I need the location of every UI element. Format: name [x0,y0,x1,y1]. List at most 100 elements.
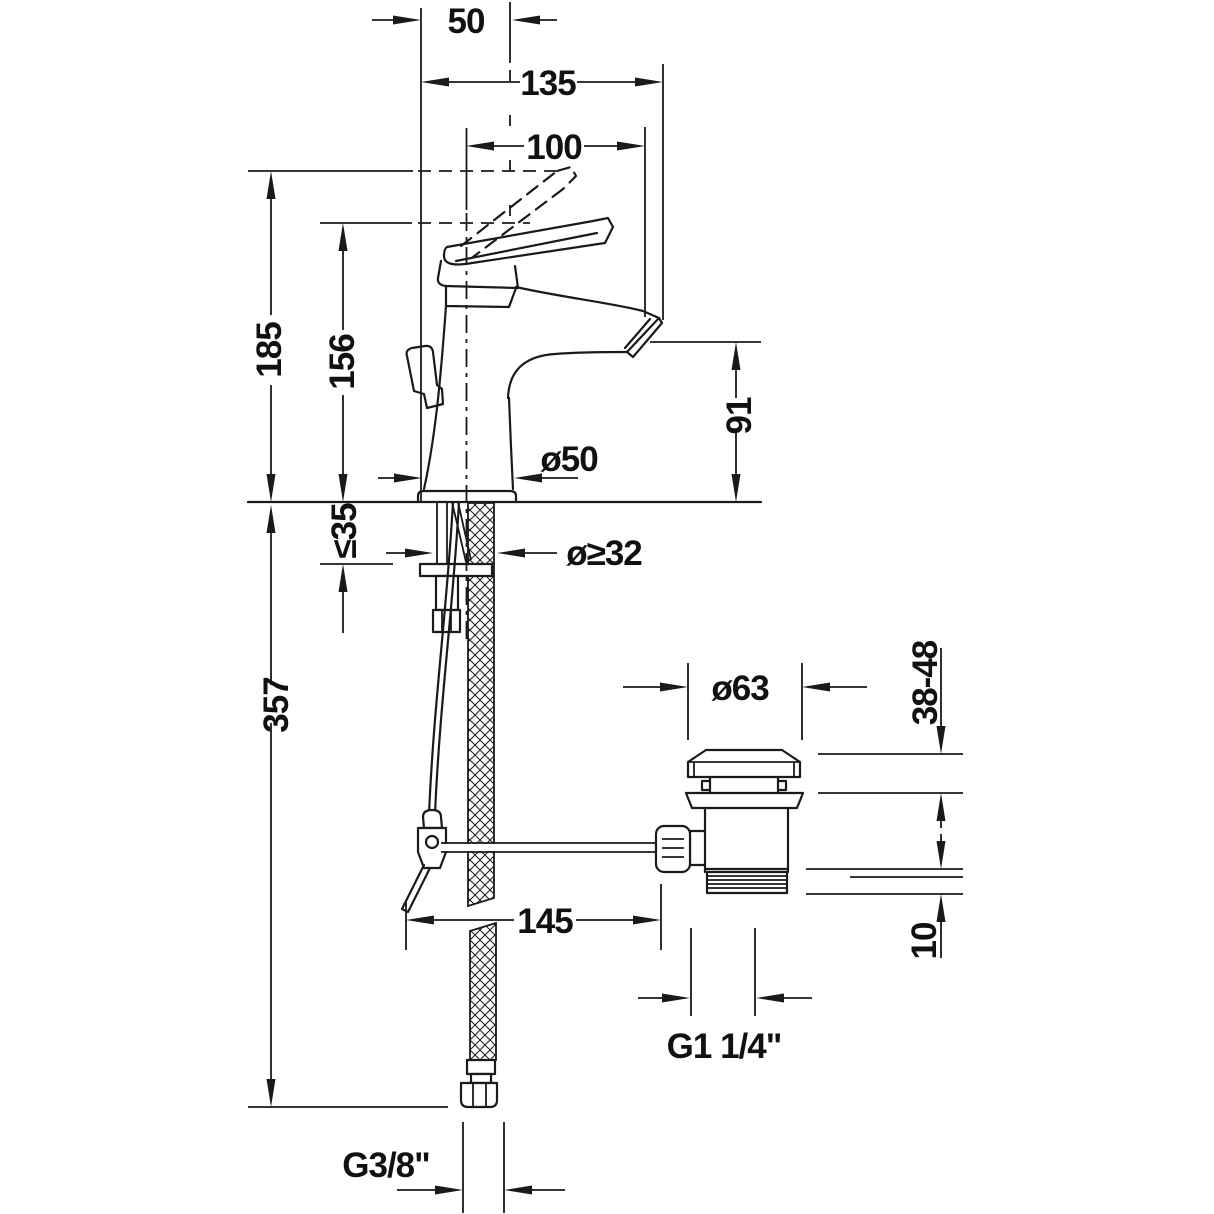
dim-rod-reach: 145 [405,884,662,950]
dim-waste-thread-length: 10 [905,894,946,959]
dim-waste-cap-diameter: ø63 [623,663,867,740]
arrowhead [731,474,741,502]
extension-line [462,1122,505,1213]
dim-label-o50: ø50 [540,440,598,479]
arrowhead [338,474,348,502]
arrowhead [936,793,946,821]
arrowhead [266,474,276,502]
hex-nut-facets [472,1083,487,1107]
linkage-rod [441,842,658,853]
arrowhead [660,682,688,692]
dim-handle-projection: 50 [372,2,557,41]
dim-adjustable-range-arrows [936,793,946,869]
arrowhead [662,993,690,1003]
drain-flange-washer [684,791,805,810]
hose-hex-nut [459,1081,499,1109]
dim-label-91: 91 [720,397,759,434]
arrowhead [936,894,946,922]
faucet-body [246,165,763,504]
hose-ferrule [465,1058,497,1076]
aerator-face [625,316,664,359]
dim-waste-deck-range: 38-48 [906,640,946,754]
arrowhead [421,77,449,87]
arrowhead [338,223,348,251]
dim-min-tap-hole: ø≥32 [386,534,643,573]
arrowhead [435,1185,463,1195]
arrowhead [756,993,784,1003]
drain-linkage-collar [688,829,707,867]
arrowhead [497,548,525,558]
arrowhead [406,915,434,925]
dim-label-135: 135 [520,64,576,103]
dim-max-deck-thickness: ≤35 [325,503,364,633]
popup-rod-ball-cap [421,808,444,830]
dim-supply-hose-length: 357 [257,505,296,1107]
arrowhead [266,1079,276,1107]
spout-top-edge [514,285,661,320]
spout-underside [506,350,629,400]
thread-lines [708,875,786,889]
hose-ferrule-neck [469,1072,493,1085]
clamp-hole [424,834,440,850]
dim-label-10: 10 [905,922,944,959]
arrowhead [504,1185,532,1195]
dim-waste-thread: G1 1/4" [638,928,812,1066]
raised-lever-lower-edge [471,187,565,259]
drain-assembly [654,748,805,895]
braided-hose-lower [469,921,497,1061]
handle-pivot-cap [436,259,520,290]
lever-raised-dashed [459,165,578,259]
arrowhead [466,141,494,151]
faucet-column-right-edge [507,396,515,491]
dim-spout-reach: 100 [466,128,645,167]
arrowhead [936,841,946,869]
popup-rod-diagonal [400,863,432,914]
dim-label-o32: ø≥32 [566,534,642,573]
dim-label-357: 357 [257,677,296,732]
dim-handle-height: 156 [323,223,362,502]
arrowhead [266,505,276,533]
arrowhead [514,473,542,483]
lever-handle [442,216,615,266]
drain-cap-detail [688,761,800,777]
arrowhead [633,915,661,925]
faucet-column-left-edge [422,304,448,491]
dim-label-156: 156 [323,334,362,390]
raised-lever-upper-edge [459,169,559,248]
dim-label-100: 100 [526,128,582,167]
linkage-rod-mask [441,844,658,851]
dim-label-50: 50 [448,2,485,41]
dim-label-35: ≤35 [325,503,364,559]
mounting-washer [418,562,494,578]
thread-outline [705,870,789,895]
arrowhead [617,141,645,151]
mounting-stud-lower [431,608,462,634]
dim-label-o63: ø63 [711,669,769,708]
dim-label-g114: G1 1/4" [667,1027,782,1066]
raised-lever-tip [555,165,578,191]
dim-supply-thread: G3/8" [342,1122,565,1213]
below-deck-parts [400,500,658,1109]
popup-rod-vertical [427,500,461,816]
dim-total-projection: 135 [421,64,663,103]
arrowhead [936,726,946,754]
arrowhead [512,15,540,25]
lever-handle-inner-line [454,231,599,263]
dim-label-145: 145 [517,902,573,941]
dim-label-185: 185 [250,322,289,378]
reference-lines [248,2,963,1108]
arrowhead [731,342,741,370]
arrowhead [394,473,422,483]
popup-knob [405,344,445,410]
arrowhead [802,682,830,692]
dim-spout-height: 91 [720,342,759,502]
arrowhead [635,77,663,87]
extension-line [405,884,662,950]
dim-total-height: 185 [250,171,289,502]
braided-hose-upper [467,502,495,908]
body-shoulder [444,284,518,309]
dim-label-g38: G3/8" [342,1146,429,1185]
dim-label-38-48: 38-48 [906,640,945,725]
dim-base-diameter: ø50 [378,440,599,483]
